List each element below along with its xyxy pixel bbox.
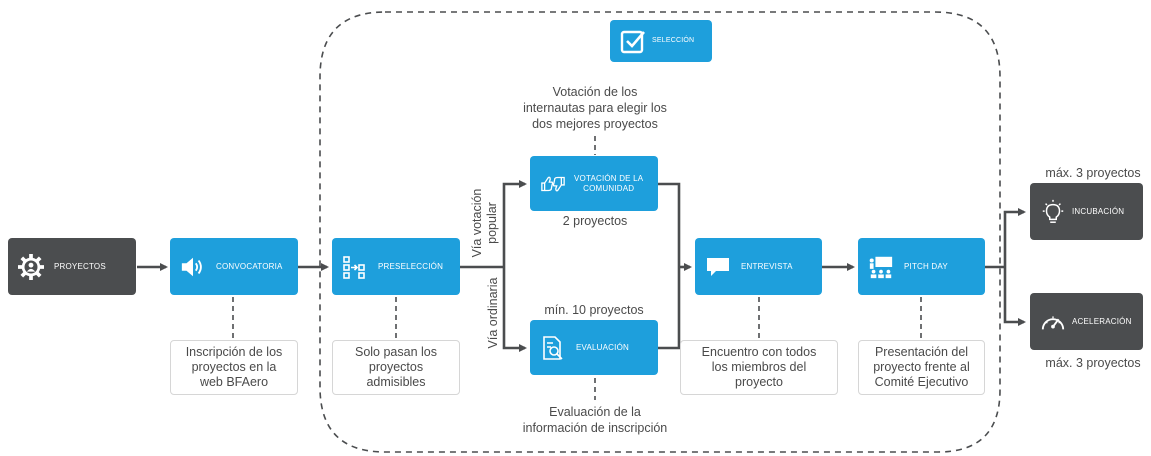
grid-arrow-icon (342, 254, 368, 280)
gear-person-icon (18, 253, 44, 280)
votacion-note: Votación de los internautas para elegir … (495, 84, 695, 132)
path-popular-line1: Vía votación (470, 188, 484, 258)
arrow-to-votacion (502, 180, 527, 267)
pitchday-box: PITCH DAY (858, 238, 985, 295)
speech-bubble-icon (705, 254, 731, 280)
speaker-icon (180, 254, 206, 280)
lightbulb-icon (1040, 199, 1066, 225)
pitchday-label: PITCH DAY (904, 261, 948, 271)
pitchday-note-line1: Presentación del (874, 345, 969, 359)
votacion-label: VOTACIÓN DE LA COMUNIDAD (574, 174, 643, 194)
line-votacion-merge (658, 182, 681, 267)
votacion-label-line1: VOTACIÓN DE LA (574, 173, 644, 183)
votacion-note-line3: dos mejores proyectos (532, 117, 658, 131)
evaluacion-note-line1: Evaluación de la (549, 405, 641, 419)
convocatoria-note-line2: proyectos en la (191, 360, 277, 374)
convocatoria-box: CONVOCATORIA (170, 238, 298, 295)
convocatoria-note-line1: Inscripción de los (185, 345, 283, 359)
votacion-count: 2 proyectos (562, 214, 628, 228)
entrevista-note-line2: los miembros del (711, 360, 807, 374)
presentation-icon (868, 254, 894, 280)
incubacion-label: INCUBACIÓN (1072, 206, 1125, 216)
arrow-to-aceleracion (1003, 267, 1026, 326)
aceleracion-box: ACELERACIÓN (1030, 293, 1143, 350)
evaluacion-note: Evaluación de la información de inscripc… (495, 404, 695, 436)
evaluacion-count: mín. 10 proyectos (544, 303, 644, 317)
arrow-to-incubacion (1003, 208, 1026, 267)
preseleccion-note-line2: proyectos (368, 360, 424, 374)
evaluacion-box: EVALUACIÓN (530, 320, 658, 375)
pitchday-note-line3: Comité Ejecutivo (874, 375, 969, 389)
votacion-note-line2: internautas para elegir los (523, 101, 667, 115)
evaluacion-note-line2: información de inscripción (522, 421, 668, 435)
entrevista-note-line3: proyecto (735, 375, 783, 389)
path-popular-label: Vía votación popular (470, 184, 500, 262)
path-popular-line2: popular (485, 202, 499, 244)
proyectos-label: PROYECTOS (54, 261, 106, 271)
speedometer-icon (1040, 309, 1066, 335)
aceleracion-count: máx. 3 proyectos (1045, 356, 1141, 370)
document-search-icon (540, 335, 566, 361)
votacion-note-line1: Votación de los (552, 85, 638, 99)
preseleccion-box: PRESELECCIÓN (332, 238, 460, 295)
aceleracion-label: ACELERACIÓN (1072, 316, 1132, 326)
thumbs-icon (540, 171, 566, 197)
preseleccion-label: PRESELECCIÓN (378, 261, 444, 271)
proyectos-box: PROYECTOS (8, 238, 136, 295)
line-evaluacion-merge (658, 267, 681, 350)
seleccion-box: SELECCIÓN (610, 20, 712, 62)
selection-region-border (319, 11, 1001, 453)
entrevista-note-line1: Encuentro con todos (701, 345, 817, 359)
checkbox-icon (620, 28, 646, 54)
votacion-box: VOTACIÓN DE LA COMUNIDAD (530, 156, 658, 211)
votacion-label-line2: COMUNIDAD (583, 183, 635, 193)
arrow-to-evaluacion (502, 267, 527, 352)
path-ordinaria-line: Vía ordinaria (486, 277, 500, 349)
pitchday-note-line2: proyecto frente al (873, 360, 970, 374)
convocatoria-label: CONVOCATORIA (216, 261, 283, 271)
entrevista-label: ENTREVISTA (741, 261, 793, 271)
preseleccion-note-line1: Solo pasan los (354, 345, 437, 359)
entrevista-box: ENTREVISTA (695, 238, 822, 295)
seleccion-label: SELECCIÓN (652, 37, 695, 44)
incubacion-count: máx. 3 proyectos (1045, 166, 1141, 180)
incubacion-box: INCUBACIÓN (1030, 183, 1143, 240)
evaluacion-label: EVALUACIÓN (576, 342, 629, 352)
convocatoria-note-line3: web BFAero (199, 375, 269, 389)
path-ordinaria-label: Vía ordinaria (486, 273, 501, 353)
preseleccion-note-line3: admisibles (366, 375, 426, 389)
